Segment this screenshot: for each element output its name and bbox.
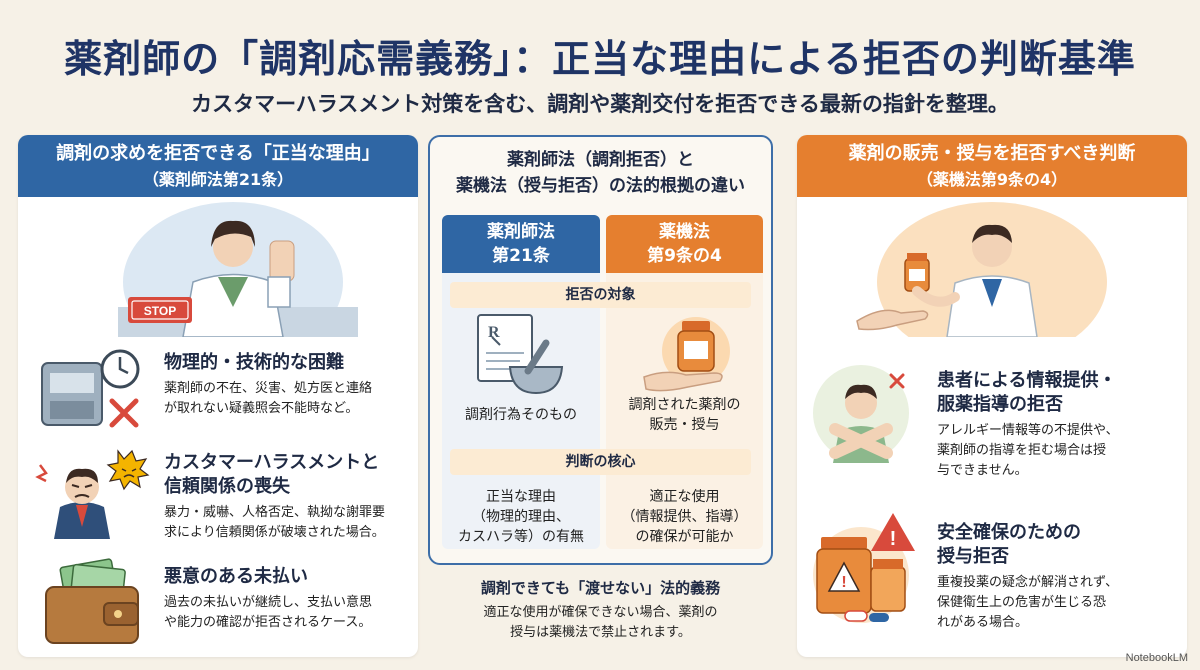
right-item-refuse-guidance-title-2: 服薬指導の拒否	[937, 394, 1063, 415]
left-item-unpaid: 悪意のある未払い 過去の未払いが継続し、支払い意思 や能力の確認が拒否されるケー…	[18, 557, 418, 657]
right-item-safety-desc-1: 重複投薬の疑念が解消されず、	[937, 575, 1119, 590]
comparison-header-line1: 薬剤師法（調剤拒否）と	[507, 150, 694, 170]
legal-duty-title: 調剤できても「渡せない」法的義務	[480, 579, 721, 597]
core-left-3: カスハラ等）の有無	[458, 529, 584, 545]
brand-label: NotebookLM	[1125, 652, 1188, 664]
left-header-line1: 調剤の求めを拒否できる「正当な理由」	[56, 143, 380, 164]
column-pharmacist-law-header: 薬剤師法 第21条	[442, 215, 600, 273]
band-core: 判断の核心	[450, 449, 751, 475]
left-item-unpaid-desc-1: 過去の未払いが継続し、支払い意思	[164, 595, 373, 610]
right-item-safety-title-1: 安全確保のための	[937, 522, 1081, 543]
right-panel-header: 薬剤の販売・授与を拒否すべき判断 （薬機法第9条の4）	[797, 135, 1187, 197]
prescription-mortar-icon: R	[464, 313, 574, 397]
medicine-warning-icon: ! !	[811, 507, 921, 627]
band-target: 拒否の対象	[450, 282, 751, 308]
right-item-safety-desc-3: れがある場合。	[937, 615, 1029, 630]
column-pmd-act-article: 第9条の4	[647, 246, 722, 266]
wallet-icon	[32, 557, 152, 649]
legal-duty-desc-2: 授与は薬機法で禁止されます。	[510, 625, 691, 640]
right-panel: 薬剤の販売・授与を拒否すべき判断 （薬機法第9条の4）	[797, 135, 1187, 657]
left-panel-header: 調剤の求めを拒否できる「正当な理由」 （薬剤師法第21条）	[18, 135, 418, 197]
comparison-header-line2: 薬機法（授与拒否）の法的根拠の違い	[456, 176, 745, 196]
left-item-technical-title: 物理的・技術的な困難	[164, 352, 344, 373]
pharmacist-handing-medicine-illustration	[797, 197, 1187, 362]
column-pharmacist-law-name: 薬剤師法	[487, 222, 555, 242]
column-pharmacist-law-article: 第21条	[492, 246, 550, 266]
right-item-refuse-guidance-title-1: 患者による情報提供・	[937, 370, 1117, 391]
right-item-refuse-guidance: 患者による情報提供・ 服薬指導の拒否 アレルギー情報等の不提供や、 薬剤師の指導…	[797, 355, 1187, 505]
core-right-3: の確保が可能か	[635, 529, 734, 545]
right-item-safety: ! ! 安全確保のための 授与拒否 重複投薬の疑念が解消されず、 保健衛生上の危…	[797, 507, 1187, 657]
left-item-technical-desc-1: 薬剤師の不在、災害、処方医と連絡	[164, 381, 373, 396]
left-item-harassment-desc-1: 暴力・威嚇、人格否定、執拗な謝罪要	[164, 505, 386, 520]
comparison-box: 薬剤師法（調剤拒否）と 薬機法（授与拒否）の法的根拠の違い 薬剤師法 第21条 …	[428, 135, 773, 565]
left-item-harassment-desc-2: 求により信頼関係が破壊された場合。	[164, 525, 385, 540]
stop-sign-label: STOP	[144, 304, 176, 318]
right-item-refuse-guidance-desc-3: 与できません。	[937, 463, 1028, 478]
left-item-harassment-title-1: カスタマーハラスメントと	[164, 452, 380, 473]
left-item-harassment-title-2: 信頼関係の喪失	[164, 476, 290, 497]
svg-text:!: !	[890, 528, 897, 550]
angry-customer-icon	[32, 447, 152, 539]
right-header-line2: （薬機法第9条の4）	[916, 170, 1068, 189]
right-item-safety-desc-2: 保健衛生上の危害が生じる恐	[937, 595, 1107, 610]
left-panel: 調剤の求めを拒否できる「正当な理由」 （薬剤師法第21条） STOP	[18, 135, 418, 657]
refusing-patient-icon	[811, 355, 921, 465]
column-pmd-act-header: 薬機法 第9条の4	[606, 215, 763, 273]
left-item-unpaid-title: 悪意のある未払い	[164, 566, 308, 587]
comparison-header: 薬剤師法（調剤拒否）と 薬機法（授与拒否）の法的根拠の違い	[430, 147, 771, 199]
target-right-2: 販売・授与	[649, 417, 720, 433]
page-title: 薬剤師の「調剤応需義務」：正当な理由による拒否の判断基準	[64, 37, 1136, 81]
target-right-1: 調剤された薬剤の	[628, 397, 741, 413]
left-item-unpaid-desc-2: や能力の確認が拒否されるケース。	[164, 615, 372, 630]
svg-text:R: R	[488, 324, 500, 341]
core-left-2: （物理的理由、	[472, 509, 570, 525]
left-header-line2: （薬剤師法第21条）	[142, 170, 294, 189]
legal-duty-desc-1: 適正な使用が確保できない場合、薬剤の	[483, 605, 718, 620]
core-left-1: 正当な理由	[486, 489, 556, 505]
right-header-line1: 薬剤の販売・授与を拒否すべき判断	[848, 143, 1136, 164]
left-item-technical: 物理的・技術的な困難 薬剤師の不在、災害、処方医と連絡 が取れない疑義照会不能時…	[18, 343, 418, 448]
page-subtitle: カスタマーハラスメント対策を含む、調剤や薬剤交付を拒否できる最新の指針を整理。	[191, 92, 1009, 116]
right-item-safety-title-2: 授与拒否	[937, 546, 1009, 567]
target-left: 調剤行為そのもの	[465, 407, 577, 423]
svg-text:!: !	[841, 574, 846, 591]
pharmacist-stop-illustration: STOP	[18, 197, 418, 362]
left-item-technical-desc-2: が取れない疑義照会不能時など。	[164, 401, 359, 416]
right-item-refuse-guidance-desc-2: 薬剤師の指導を拒む場合は授	[937, 443, 1107, 458]
core-right-1: 適正な使用	[649, 489, 720, 505]
column-pmd-act-name: 薬機法	[659, 222, 710, 242]
core-right-2: （情報提供、指導）	[621, 509, 748, 525]
stop-sign: STOP	[128, 297, 192, 323]
broken-machine-icon	[32, 343, 152, 435]
right-item-refuse-guidance-desc-1: アレルギー情報等の不提供や、	[937, 423, 1119, 438]
medicine-hand-icon	[636, 313, 746, 397]
left-item-harassment: カスタマーハラスメントと 信頼関係の喪失 暴力・威嚇、人格否定、執拗な謝罪要 求…	[18, 447, 418, 557]
